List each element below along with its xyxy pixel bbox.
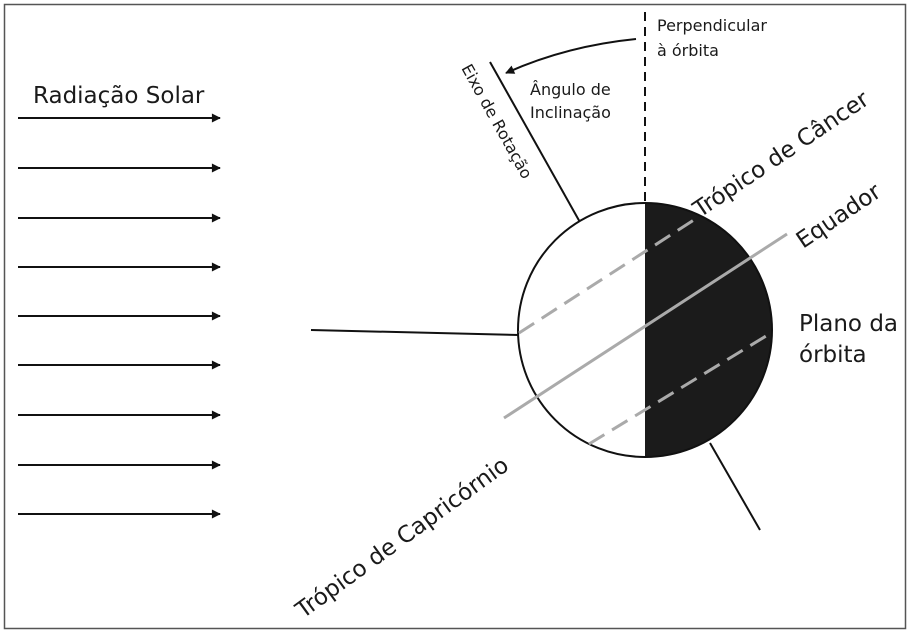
tilt-angle-label-line1: Ângulo de [530, 80, 611, 99]
perpendicular-label-line1: Perpendicular [657, 16, 767, 35]
globe-outline [517, 202, 773, 458]
orbit-plane-label-line2: órbita [799, 342, 867, 368]
orbit-plane-label-line1: Plano da [799, 311, 898, 337]
tilt-angle-arrow [505, 38, 637, 74]
rotation-axis-top [489, 61, 582, 225]
tropic-capricorn-label: Trópico de Capricórnio [290, 452, 513, 624]
solar-radiation-arrows [18, 113, 221, 519]
rotation-axis-bottom [709, 442, 761, 531]
perpendicular-label-line2: à órbita [657, 41, 719, 60]
tropic-capricorn-line [588, 331, 772, 446]
diagram-frame [3, 3, 907, 630]
orbit-plane-line [310, 329, 520, 336]
earth-globe [517, 202, 773, 458]
tilt-angle-label-line2: Inclinação [530, 103, 611, 122]
tropic-cancer-line [518, 214, 701, 335]
solar-radiation-label: Radiação Solar [33, 83, 205, 109]
equator-line [503, 232, 788, 420]
equator-label: Equador [792, 178, 887, 254]
